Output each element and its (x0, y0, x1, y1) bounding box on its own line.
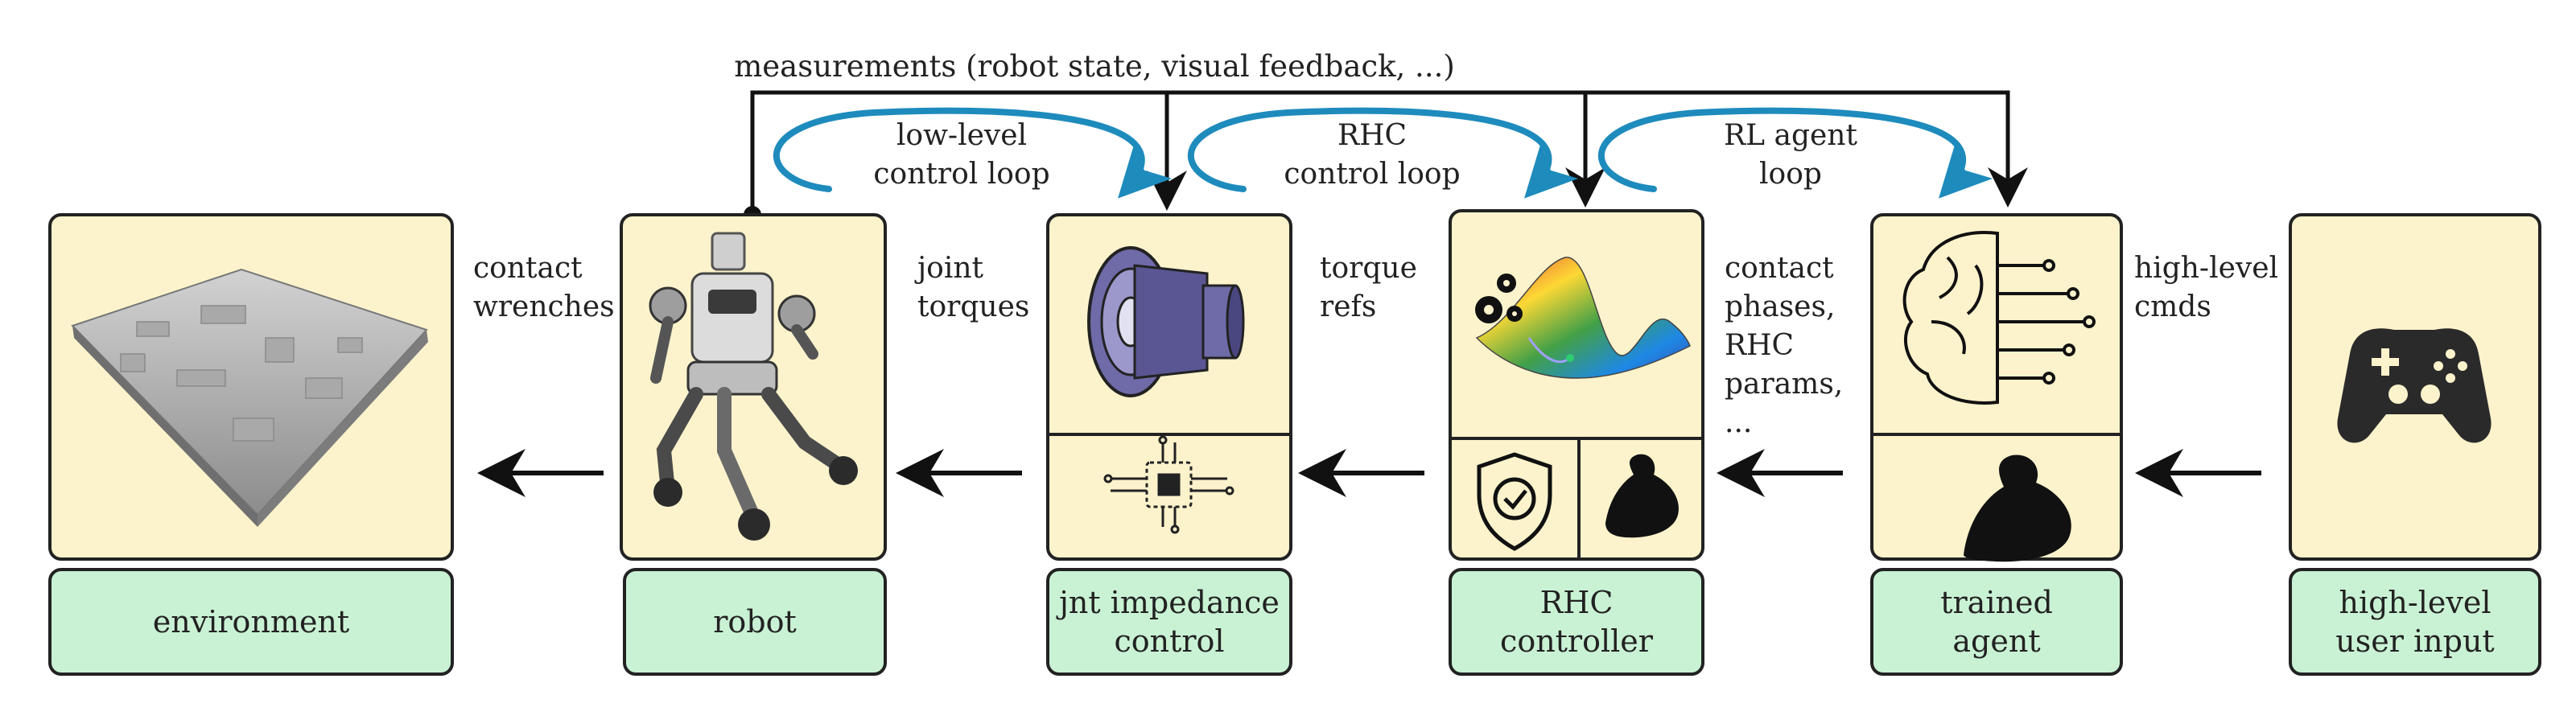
block-robot: robot (620, 213, 887, 676)
rhc-label-2: controller (1500, 623, 1654, 659)
block-environment: environment (48, 213, 454, 676)
brain-circuit-icon (1902, 231, 2096, 405)
loop-label-rhc-1: RHC (1337, 119, 1407, 152)
rhc-label-1: RHC (1540, 585, 1614, 620)
loop-label-rl-1: RL agent (1724, 119, 1857, 152)
signal-rhc-params-5: ... (1725, 406, 1752, 439)
signal-torque-refs-1: torque (1320, 252, 1417, 285)
shield-check-icon (1477, 452, 1552, 551)
impedance-label-1: jnt impedance (1056, 585, 1280, 620)
signal-joint-torques-2: torques (917, 290, 1029, 323)
agent-label-2: agent (1952, 623, 2040, 659)
gamepad-icon (2337, 328, 2492, 443)
motor-actuator-icon (1087, 246, 1245, 397)
agent-label-1: trained (1940, 585, 2053, 620)
loop-label-rl-2: loop (1759, 158, 1822, 191)
gears-icon (1475, 274, 1523, 323)
signal-rhc-params-4: params, (1725, 368, 1843, 401)
loop-label-low-level-2: control loop (873, 158, 1049, 191)
signal-rhc-params-1: contact (1725, 252, 1834, 285)
loop-arrow-low-level (773, 107, 1173, 199)
humanoid-robot-image (649, 232, 858, 541)
robot-label: robot (713, 604, 797, 640)
loop-arrow-rl (1597, 107, 1993, 199)
loop-label-rhc-2: control loop (1284, 158, 1460, 191)
loop-arrow-rhc (1187, 107, 1579, 199)
signal-rhc-params-3: RHC (1725, 329, 1794, 362)
signal-high-level-cmds-1: high-level (2134, 252, 2278, 285)
block-trained-agent: trained agent (1870, 213, 2123, 676)
user-input-label-2: user input (2335, 623, 2494, 659)
user-input-label-box (2289, 568, 2541, 676)
signal-torque-refs-2: refs (1320, 290, 1376, 323)
block-rhc-controller: RHC controller (1449, 209, 1704, 676)
environment-label-box (48, 568, 454, 676)
agent-label-box (1870, 568, 2123, 676)
terrain-image (71, 268, 428, 527)
signal-rhc-params-2: phases, (1725, 290, 1835, 323)
chip-icon (1103, 435, 1234, 534)
signal-contact-wrenches-2: wrenches (473, 290, 615, 323)
robot-label-box (623, 568, 887, 676)
surface-plot-icon (1475, 257, 1691, 379)
impedance-label-2: control (1114, 623, 1224, 659)
block-user-input: high-level user input (2289, 213, 2541, 676)
flexed-arm-icon (1605, 454, 1679, 538)
impedance-label-box (1046, 568, 1292, 676)
signal-joint-torques-1: joint (914, 252, 984, 285)
block-impedance-control: jnt impedance control (1046, 213, 1292, 676)
loop-label-low-level-1: low-level (896, 119, 1027, 152)
agent-flexed-arm-icon (1964, 455, 2071, 562)
measurements-label: measurements (robot state, visual feedba… (734, 49, 1455, 84)
signal-high-level-cmds-2: cmds (2134, 290, 2211, 323)
rhc-label-box (1449, 568, 1704, 676)
signal-contact-wrenches-1: contact (473, 252, 583, 285)
user-input-label-1: high-level (2339, 585, 2491, 620)
environment-label: environment (153, 604, 349, 640)
